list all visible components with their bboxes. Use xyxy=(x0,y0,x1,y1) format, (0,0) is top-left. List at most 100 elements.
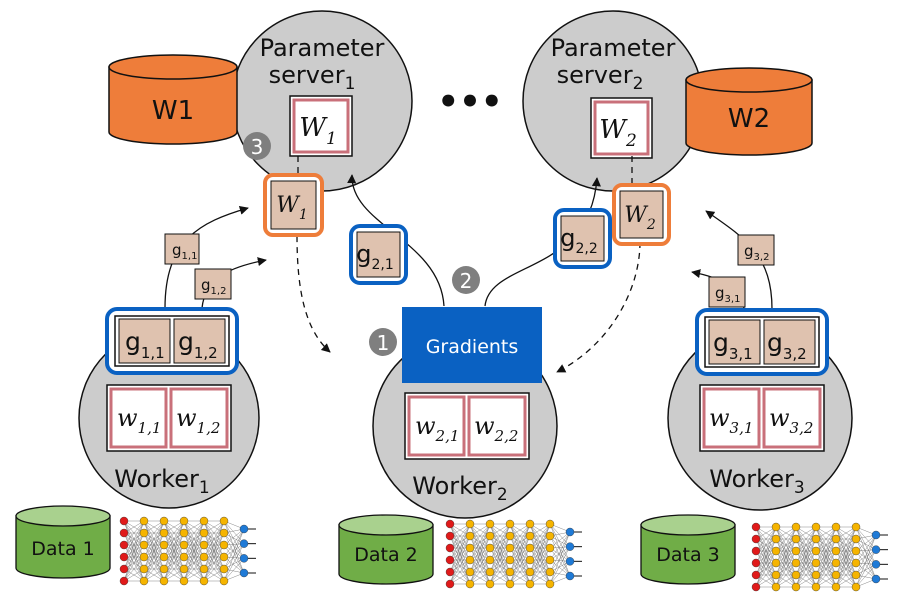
worker-3-weight-a: w3,1 xyxy=(709,404,753,437)
neuron xyxy=(139,552,149,562)
tag-gradient-1-2: g1,2 xyxy=(194,268,232,300)
neuron xyxy=(199,516,209,526)
neuron xyxy=(751,522,761,532)
neuron xyxy=(445,531,455,541)
pushed-weight-1: W1 xyxy=(263,173,324,237)
worker-2-weight-b: w2,2 xyxy=(474,412,518,445)
neuron xyxy=(139,528,149,538)
ps1-weight-label: W1 xyxy=(299,113,337,149)
worker-3-label: Worker3 xyxy=(709,465,804,498)
worker-1-gradients: g1,1 g1,2 xyxy=(105,307,239,375)
neuron xyxy=(179,552,189,562)
neuron xyxy=(851,534,861,544)
neuron xyxy=(465,555,475,565)
storage-w1: W1 xyxy=(108,54,238,145)
neuron xyxy=(219,576,229,586)
neuron xyxy=(791,558,801,568)
worker-3-weight-b: w3,2 xyxy=(769,404,813,437)
pushed-weight-2: W2 xyxy=(612,183,671,246)
neuron xyxy=(485,567,495,577)
neuron xyxy=(159,528,169,538)
neuron xyxy=(119,552,129,562)
neuron xyxy=(159,552,169,562)
neuron xyxy=(199,540,209,550)
ps2-title-line1: Parameter xyxy=(551,34,676,62)
neuron xyxy=(545,579,555,589)
neuron xyxy=(505,567,515,577)
neuron xyxy=(831,546,841,556)
neuron xyxy=(219,516,229,526)
worker-1-grad-b: g1,2 xyxy=(178,327,218,362)
neuron xyxy=(791,534,801,544)
worker-2-weight-a: w2,1 xyxy=(415,412,459,445)
neuron xyxy=(831,582,841,592)
neuron xyxy=(219,552,229,562)
transit-gradient-2-2-label: g2,2 xyxy=(560,224,598,257)
neuron xyxy=(771,546,781,556)
neuron xyxy=(159,516,169,526)
neuron xyxy=(159,540,169,550)
worker-3-grad-b: g3,2 xyxy=(767,328,807,363)
neuron xyxy=(465,543,475,553)
worker-1-weight-b: w1,2 xyxy=(176,404,220,437)
neuron xyxy=(159,564,169,574)
tag-gradient-3-2: g3,2 xyxy=(737,234,775,266)
neural-network-3 xyxy=(751,522,888,592)
step-2-badge: 2 xyxy=(452,266,480,294)
neuron xyxy=(811,570,821,580)
neuron xyxy=(445,579,455,589)
svg-text:3: 3 xyxy=(251,135,264,159)
worker-1-weights: w1,1 w1,2 xyxy=(106,384,232,452)
neural-network-2 xyxy=(445,519,582,589)
ps1-title-line2: server1 xyxy=(269,61,356,94)
neuron xyxy=(179,540,189,550)
neuron xyxy=(565,542,575,551)
neuron xyxy=(505,543,515,553)
worker-1-label: Worker1 xyxy=(114,465,209,498)
neuron xyxy=(139,564,149,574)
worker-1-weight-a: w1,1 xyxy=(117,404,161,437)
svg-text:1: 1 xyxy=(377,331,390,355)
neuron xyxy=(791,522,801,532)
neuron xyxy=(565,571,575,581)
neuron xyxy=(119,576,129,586)
neuron xyxy=(199,576,209,586)
neuron xyxy=(545,519,555,529)
neuron xyxy=(871,560,881,569)
neuron xyxy=(505,519,515,529)
neuron xyxy=(811,534,821,544)
neuron xyxy=(139,540,149,550)
neuron xyxy=(139,516,149,526)
neuron xyxy=(525,519,535,529)
neuron xyxy=(545,555,555,565)
ps2-weight-box: W2 xyxy=(590,97,653,159)
neuron xyxy=(159,576,169,586)
data-1-cylinder: Data 1 xyxy=(15,505,111,579)
neuron xyxy=(239,554,249,563)
neuron xyxy=(465,519,475,529)
pushed-weight-1-label: W1 xyxy=(276,193,308,223)
neuron xyxy=(811,522,821,532)
neuron xyxy=(791,582,801,592)
neuron xyxy=(505,555,515,565)
neuron xyxy=(851,546,861,556)
data-1-label: Data 1 xyxy=(31,538,95,560)
step-1-badge: 1 xyxy=(369,328,397,356)
neuron xyxy=(199,564,209,574)
neuron xyxy=(179,564,189,574)
data-3-label: Data 3 xyxy=(656,544,720,566)
neuron xyxy=(871,545,881,554)
svg-text:2: 2 xyxy=(460,269,473,293)
neuron xyxy=(525,567,535,577)
ps1-title-line1: Parameter xyxy=(260,34,385,62)
neuron xyxy=(771,582,781,592)
neuron xyxy=(119,540,129,550)
neuron xyxy=(199,528,209,538)
neuron xyxy=(505,531,515,541)
ps2-weight-label: W2 xyxy=(599,115,637,151)
neuron xyxy=(545,543,555,553)
neuron xyxy=(485,543,495,553)
data-2-label: Data 2 xyxy=(354,544,418,566)
svg-text:g3,1: g3,1 xyxy=(715,284,740,305)
